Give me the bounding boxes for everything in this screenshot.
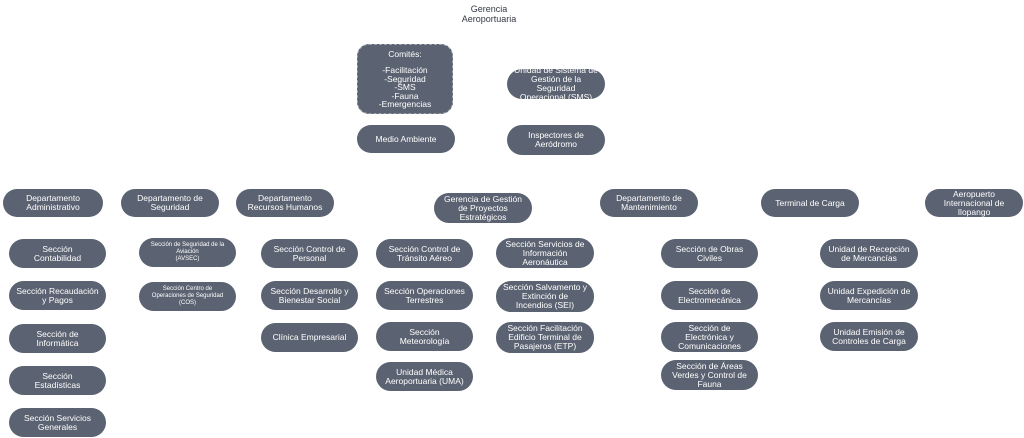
root-node-gerencia: Gerencia Aeroportuaria xyxy=(461,4,517,24)
section-node: Sección Facilitación Edificio Terminal d… xyxy=(496,322,594,353)
section-node: Sección de Seguridad de la Aviación (AVS… xyxy=(139,238,236,267)
section-node: Sección Salvamento y Extinción de Incend… xyxy=(496,281,594,312)
dept-rrhh: Departamento Recursos Humanos xyxy=(236,189,334,217)
section-node: Sección Estadísticas xyxy=(9,366,106,395)
section-node: Sección de Informática xyxy=(9,324,106,353)
section-node: Sección de Electrónica y Comunicaciones xyxy=(661,322,758,352)
node-sms-unit: Unidad de Sistema de Gestión de la Segur… xyxy=(507,66,605,102)
section-node: Sección Recaudación y Pagos xyxy=(9,281,106,310)
dept-seguridad: Departamento de Seguridad xyxy=(121,189,219,217)
section-node: Unidad Emisión de Controles de Carga xyxy=(820,322,918,351)
dept-ilopango: Aeropuerto Internacional de Ilopango xyxy=(925,189,1023,217)
comites-box: Comités: -Facilitación -Seguridad -SMS -… xyxy=(357,44,453,114)
section-node: Sección Desarrollo y Bienestar Social xyxy=(261,281,358,310)
section-node: Sección Meteorología xyxy=(376,322,473,351)
comites-item: -Seguridad xyxy=(384,73,426,84)
comites-item: -Fauna xyxy=(391,90,419,101)
node-medio-ambiente: Medio Ambiente xyxy=(357,125,455,153)
section-node: Sección Control de Tránsito Aéreo xyxy=(376,239,473,268)
comites-item: -Facilitación xyxy=(382,65,428,75)
comites-item: -Emergencias xyxy=(378,99,432,109)
dept-proyectos: Gerencia de Gestión de Proyectos Estraté… xyxy=(434,193,532,223)
section-node: Sección Centro de Operaciones de Segurid… xyxy=(139,282,236,311)
comites-title: Comités: xyxy=(388,48,422,59)
section-node: Sección Control de Personal xyxy=(261,239,358,268)
section-node: Clínica Empresarial xyxy=(261,323,358,352)
section-node: Sección Contabilidad xyxy=(9,239,106,268)
dept-mantenimiento: Departamento de Mantenimiento xyxy=(600,189,698,217)
section-node: Unidad Expedición de Mercancías xyxy=(820,281,918,310)
comites-item: -SMS xyxy=(394,82,416,92)
section-node: Sección de Áreas Verdes y Control de Fau… xyxy=(661,360,758,390)
dept-carga: Terminal de Carga xyxy=(761,189,859,217)
section-node: Sección Servicios de Información Aeronáu… xyxy=(496,238,594,268)
dept-administrativo: Departamento Administrativo xyxy=(3,189,103,217)
section-node: Sección Operaciones Terrestres xyxy=(376,281,473,310)
section-node: Sección de Obras Civiles xyxy=(661,239,758,268)
section-node: Sección de Electromecánica xyxy=(661,281,758,310)
section-node: Sección Servicios Generales xyxy=(9,408,106,437)
node-inspectores: Inspectores de Aeródromo xyxy=(507,125,605,155)
section-node: Unidad de Recepción de Mercancías xyxy=(820,239,918,268)
section-node: Unidad Médica Aeroportuaria (UMA) xyxy=(376,362,473,391)
